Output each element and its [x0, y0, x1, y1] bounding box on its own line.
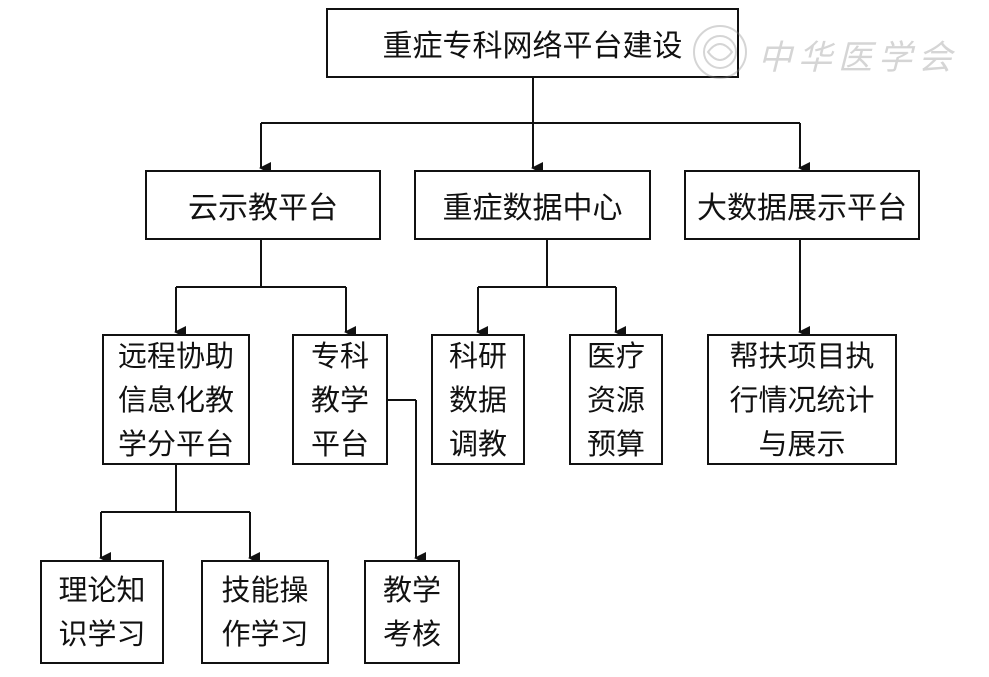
node-theory-line2: 识学习	[58, 617, 146, 651]
node-medical-line1: 医疗	[586, 338, 645, 373]
node-specialty-line2: 教学	[310, 382, 369, 417]
node-support-line2: 行情况统计	[729, 382, 875, 417]
node-specialty-line1: 专科	[310, 338, 369, 373]
node-theory: 理论知 识学习	[40, 560, 164, 664]
node-support-line1: 帮扶项目执	[729, 338, 875, 373]
node-research: 科研 数据 调教	[431, 334, 525, 465]
node-medical-line3: 预算	[586, 426, 645, 461]
node-theory-line1: 理论知	[58, 573, 146, 607]
node-big-data-label: 大数据展示平台	[697, 191, 907, 226]
node-remote-line3: 学分平台	[117, 426, 234, 461]
node-specialty: 专科 教学 平台	[292, 334, 388, 465]
node-remote-line1: 远程协助	[117, 338, 234, 373]
node-specialty-line3: 平台	[310, 426, 369, 461]
watermark-text: 中华医学会	[758, 38, 958, 78]
node-exam-line1: 教学	[382, 573, 441, 607]
watermark-logo: 中华医学会	[690, 20, 980, 86]
node-skill-line1: 技能操	[221, 573, 309, 607]
node-yunshijiao: 云示教平台	[145, 170, 381, 240]
node-support-line3: 与展示	[758, 426, 846, 461]
root-node: 重症专科网络平台建设	[326, 8, 739, 78]
node-medical-line2: 资源	[586, 382, 645, 417]
node-exam: 教学 考核	[364, 560, 460, 664]
root-node-label: 重症专科网络平台建设	[382, 29, 683, 64]
node-data-center-label: 重症数据中心	[442, 191, 623, 226]
node-exam-line2: 考核	[382, 617, 441, 651]
node-support: 帮扶项目执 行情况统计 与展示	[707, 334, 897, 465]
emblem-icon	[693, 25, 747, 79]
node-remote: 远程协助 信息化教 学分平台	[102, 334, 250, 465]
node-research-line1: 科研	[448, 338, 507, 373]
node-research-line2: 数据	[448, 382, 507, 417]
node-remote-line2: 信息化教	[117, 382, 234, 417]
node-yunshijiao-label: 云示教平台	[188, 191, 338, 226]
node-medical: 医疗 资源 预算	[569, 334, 663, 465]
node-skill: 技能操 作学习	[201, 560, 329, 664]
node-skill-line2: 作学习	[221, 617, 309, 651]
node-data-center: 重症数据中心	[414, 170, 651, 240]
node-research-line3: 调教	[448, 426, 507, 461]
node-big-data: 大数据展示平台	[684, 170, 920, 240]
